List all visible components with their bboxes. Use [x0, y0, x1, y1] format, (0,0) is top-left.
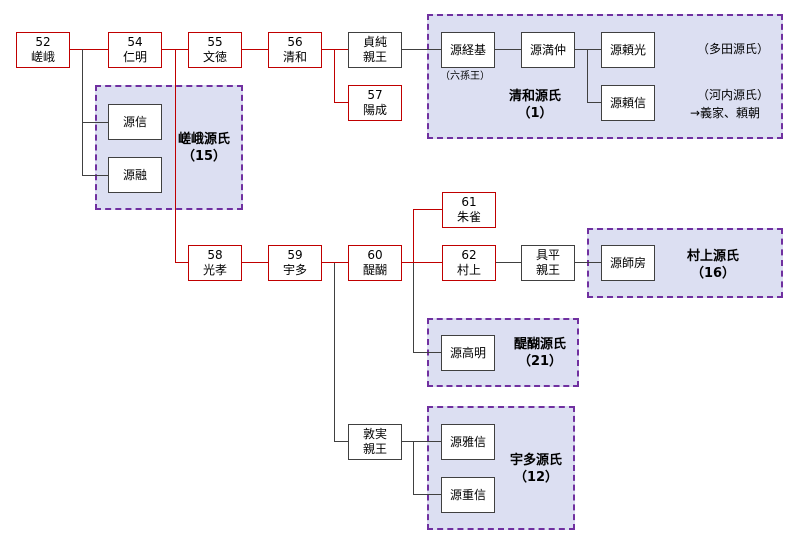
- prince-title: 親王: [362, 50, 387, 64]
- emperor-name: 文徳: [202, 50, 227, 64]
- member-name: 源頼光: [609, 42, 646, 57]
- emperor-name: 嵯峨: [30, 50, 55, 64]
- clan-label-saga: 嵯峨源氏 （15）: [166, 131, 242, 165]
- note-kawachi-descendants: →義家、頼朝: [690, 106, 761, 120]
- emperor-number: 54: [127, 35, 143, 49]
- member-yorinobu: 源頼信: [601, 85, 655, 121]
- emperor-name: 宇多: [282, 263, 307, 277]
- member-name: 源雅信: [449, 434, 486, 449]
- clan-count: （12）: [513, 470, 559, 485]
- clan-name: 嵯峨源氏: [177, 132, 230, 147]
- emperor-number: 59: [287, 248, 303, 262]
- emperor-name: 光孝: [202, 263, 227, 277]
- emperor-name: 陽成: [362, 103, 387, 117]
- emperor-name: 醍醐: [362, 263, 387, 277]
- member-tsunemoto: 源経基: [441, 32, 495, 68]
- member-name: 源信: [122, 114, 147, 129]
- emperor-52-saga: 52 嵯峨: [16, 32, 70, 68]
- member-name: 源経基: [449, 42, 486, 57]
- emperor-number: 57: [367, 88, 383, 102]
- clan-count: （16）: [690, 266, 736, 281]
- member-name: 源融: [122, 167, 147, 182]
- clan-label-seiwa: 清和源氏 （1）: [497, 88, 573, 122]
- clan-count: （1）: [517, 106, 553, 121]
- member-makoto: 源信: [108, 104, 162, 140]
- clan-label-daigo: 醍醐源氏 （21）: [500, 336, 580, 370]
- clan-label-murakami: 村上源氏 （16）: [670, 248, 756, 282]
- emperor-name: 村上: [456, 263, 481, 277]
- member-masanobu: 源雅信: [441, 424, 495, 460]
- member-name: 源重信: [449, 487, 486, 502]
- clan-name: 宇多源氏: [509, 453, 562, 468]
- emperor-56-seiwa: 56 清和: [268, 32, 322, 68]
- member-name: 源頼信: [609, 95, 646, 110]
- emperor-number: 58: [207, 248, 223, 262]
- emperor-number: 61: [461, 195, 477, 209]
- prince-title: 親王: [535, 263, 560, 277]
- emperor-number: 52: [35, 35, 51, 49]
- member-name: 源満仲: [529, 42, 566, 57]
- clan-name: 村上源氏: [686, 249, 739, 264]
- note-tada-genji: （多田源氏）: [697, 42, 770, 56]
- prince-name: 具平: [535, 248, 560, 262]
- note-rokuson: （六孫王）: [440, 71, 490, 82]
- member-takaakira: 源高明: [441, 335, 495, 371]
- emperor-name: 仁明: [122, 50, 147, 64]
- clan-count: （15）: [181, 149, 227, 164]
- clan-name: 醍醐源氏: [513, 337, 566, 352]
- emperor-number: 62: [461, 248, 477, 262]
- emperor-number: 60: [367, 248, 383, 262]
- emperor-59-uda: 59 宇多: [268, 245, 322, 281]
- emperor-54-ninmyo: 54 仁明: [108, 32, 162, 68]
- member-shigenobu: 源重信: [441, 477, 495, 513]
- emperor-62-murakami: 62 村上: [442, 245, 496, 281]
- prince-sadazumi: 貞純 親王: [348, 32, 402, 68]
- member-toru: 源融: [108, 157, 162, 193]
- member-yorimitsu: 源頼光: [601, 32, 655, 68]
- note-kawachi-genji: （河内源氏）: [697, 88, 770, 102]
- clan-label-uda: 宇多源氏 （12）: [498, 452, 574, 486]
- emperor-58-koko: 58 光孝: [188, 245, 242, 281]
- emperor-number: 56: [287, 35, 303, 49]
- prince-title: 親王: [362, 442, 387, 456]
- clan-count: （21）: [517, 354, 563, 369]
- member-morofusa: 源師房: [601, 245, 655, 281]
- emperor-number: 55: [207, 35, 223, 49]
- emperor-57-yozei: 57 陽成: [348, 85, 402, 121]
- member-name: 源高明: [449, 345, 486, 360]
- prince-name: 貞純: [362, 35, 387, 49]
- emperor-name: 朱雀: [456, 210, 481, 224]
- member-name: 源師房: [609, 255, 646, 270]
- emperor-60-daigo: 60 醍醐: [348, 245, 402, 281]
- member-mitsunaka: 源満仲: [521, 32, 575, 68]
- emperor-55-montoku: 55 文徳: [188, 32, 242, 68]
- clan-name: 清和源氏: [508, 89, 561, 104]
- emperor-name: 清和: [282, 50, 307, 64]
- emperor-61-suzaku: 61 朱雀: [442, 192, 496, 228]
- prince-name: 敦実: [362, 427, 387, 441]
- prince-tomohira: 具平 親王: [521, 245, 575, 281]
- prince-atsumi: 敦実 親王: [348, 424, 402, 460]
